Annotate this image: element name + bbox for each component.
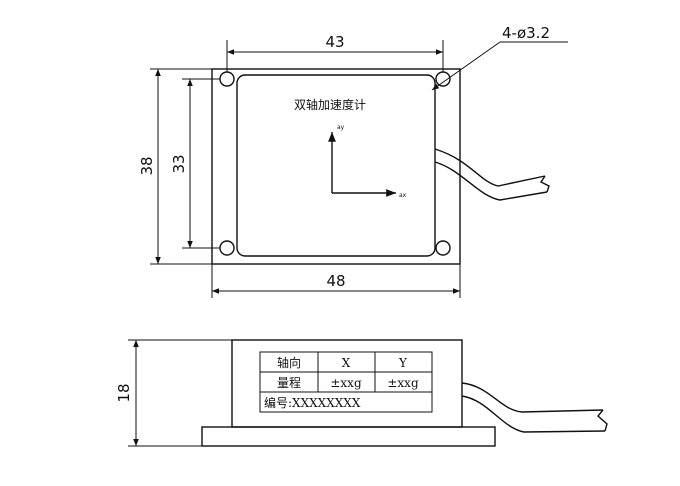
table-header-y: Y — [398, 356, 408, 370]
cable-top — [434, 148, 546, 187]
dim-18-label: 18 — [115, 383, 133, 402]
cable-break — [539, 175, 550, 193]
dim-33-label: 33 — [170, 154, 188, 173]
side-view — [128, 339, 608, 447]
side-cable-break — [597, 409, 608, 432]
label-table — [259, 351, 433, 413]
mount-hole-br — [435, 240, 451, 256]
hole-leader-line — [431, 41, 501, 91]
dim-38-label: 38 — [138, 156, 156, 175]
mount-hole-tl — [219, 71, 235, 87]
top-view — [150, 40, 568, 298]
table-range-y: ±xxg — [387, 376, 419, 390]
axis-x-label: ax — [399, 192, 407, 199]
label-table-frame — [259, 351, 433, 413]
table-serial: 编号:XXXXXXXX — [264, 395, 361, 410]
table-range-label: 量程 — [277, 375, 301, 390]
mount-hole-bl — [219, 240, 235, 256]
dim-48-label: 48 — [326, 272, 345, 290]
hole-callout-label: 4-ø3.2 — [502, 24, 550, 42]
side-cable-bottom — [461, 395, 606, 433]
device-title: 双轴加速度计 — [294, 97, 366, 112]
table-header-x: X — [342, 356, 351, 370]
cable-bottom — [434, 161, 548, 201]
side-cable-top — [461, 382, 604, 413]
base-plate — [201, 426, 496, 447]
axis-y-label: ay — [337, 124, 345, 131]
table-range-x: ±xxg — [330, 376, 362, 390]
flange-outline — [211, 68, 461, 265]
body-outline — [236, 74, 436, 257]
table-header-axis: 轴向 — [277, 355, 301, 370]
dim-43-label: 43 — [325, 33, 344, 51]
